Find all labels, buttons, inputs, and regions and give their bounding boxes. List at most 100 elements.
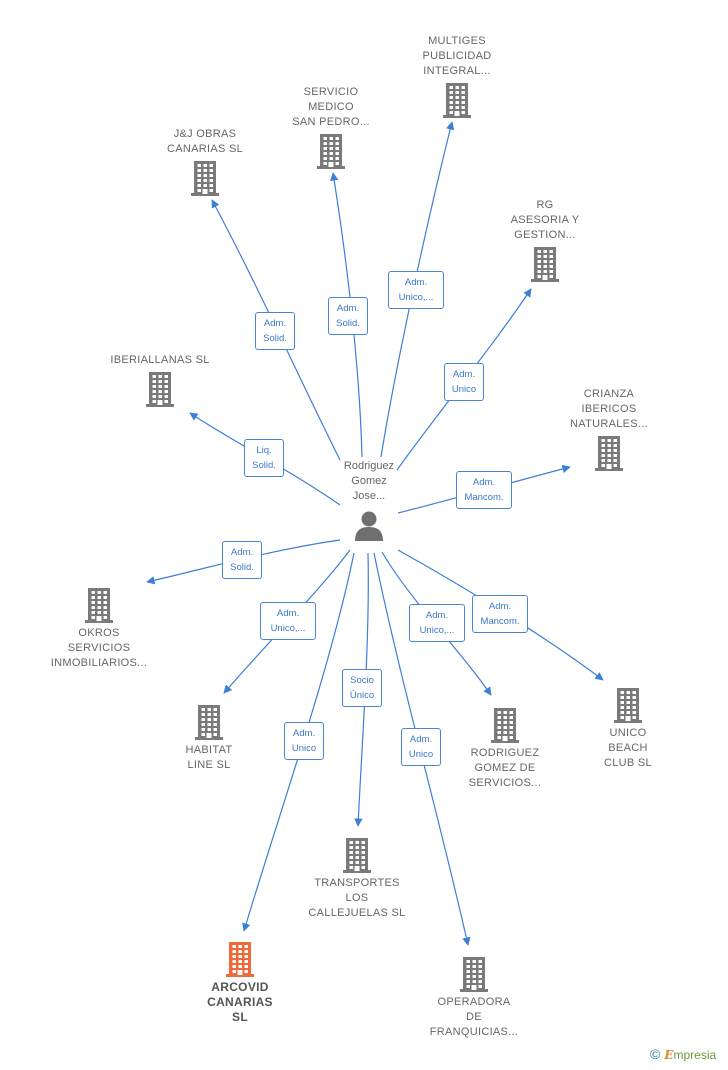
- brand-initial: E: [664, 1048, 674, 1062]
- company-name-line: ARCOVID: [211, 980, 269, 994]
- person-name-line-3: Jose...: [352, 490, 386, 502]
- company-name-line: INTEGRAL...: [423, 65, 491, 77]
- company-name-line: GOMEZ DE: [474, 762, 536, 774]
- company-name-line: CANARIAS SL: [166, 143, 244, 155]
- relation-label-line: Adm.: [292, 728, 316, 739]
- company-name-line: GESTION...: [514, 229, 576, 241]
- company-name-line: FRANQUICIAS...: [429, 1026, 519, 1038]
- company-name: MULTIGES PUBLICIDAD INTEGRAL...: [392, 34, 522, 79]
- company-name-line: J&J OBRAS: [173, 128, 237, 140]
- relation-label-operadora[interactable]: Adm. Unico: [401, 728, 441, 766]
- company-name-line: NATURALES...: [570, 418, 648, 430]
- center-person[interactable]: Rodriguez Gomez Jose...: [314, 459, 424, 542]
- empresia-brand[interactable]: ©Empresia: [650, 1046, 716, 1062]
- relation-label-line: Adm.: [230, 547, 254, 558]
- relation-label-arcovid[interactable]: Adm. Unico: [284, 722, 324, 760]
- relation-label-line: Adm.: [488, 601, 512, 612]
- relation-label-iberiallanas[interactable]: Liq. Solid.: [244, 439, 284, 477]
- company-node-rg-asesoria[interactable]: RG ASESORIA Y GESTION...: [480, 198, 610, 285]
- relation-label-crianza[interactable]: Adm. Mancom.: [456, 471, 512, 509]
- person-icon: [355, 511, 383, 541]
- relation-label-okros[interactable]: Adm. Solid.: [222, 541, 262, 579]
- relation-label-servicio-medico[interactable]: Adm. Solid.: [328, 297, 368, 335]
- relation-label-habitat[interactable]: Adm. Unico,...: [260, 602, 316, 640]
- copyright-symbol: ©: [650, 1046, 661, 1062]
- relation-label-jj-obras[interactable]: Adm. Solid.: [255, 312, 295, 350]
- relation-label-line: Unico: [291, 743, 317, 754]
- company-name-line: CLUB SL: [604, 757, 652, 769]
- company-name-line: RG: [536, 199, 554, 211]
- relation-label-line: Unico,...: [419, 625, 455, 636]
- relation-label-rodriguez-gomez[interactable]: Adm. Unico,...: [409, 604, 465, 642]
- relation-label-line: Liq.: [256, 445, 272, 456]
- company-name-line: SL: [232, 1010, 248, 1024]
- company-name-line: RODRIGUEZ: [470, 747, 540, 759]
- relation-label-unico-beach[interactable]: Adm. Mancom.: [472, 595, 528, 633]
- company-name: OKROS SERVICIOS INMOBILIARIOS...: [34, 626, 164, 671]
- relation-label-line: Adm.: [263, 318, 287, 329]
- brand-name: mpresia: [673, 1048, 717, 1062]
- company-name-line: SERVICIOS: [67, 642, 131, 654]
- relation-label-line: Unico: [408, 749, 434, 760]
- company-name-line: TRANSPORTES: [314, 877, 400, 889]
- relation-label-line: Adm.: [425, 610, 449, 621]
- company-name-line: HABITAT: [185, 744, 233, 756]
- relation-label-rg-asesoria[interactable]: Adm.Unico: [444, 363, 484, 401]
- relation-label-line: Mancom.: [464, 492, 504, 503]
- company-name-line: IBERIALLANAS SL: [110, 354, 210, 366]
- company-node-iberiallanas[interactable]: IBERIALLANAS SL: [95, 353, 225, 410]
- company-name: RG ASESORIA Y GESTION...: [480, 198, 610, 243]
- company-name-line: ASESORIA Y: [510, 214, 580, 226]
- company-name-line: OPERADORA: [437, 996, 511, 1008]
- company-name-line: LOS: [345, 892, 369, 904]
- relation-label-line: Solid.: [252, 460, 276, 471]
- building-icon: [226, 942, 254, 977]
- company-name: IBERIALLANAS SL: [95, 353, 225, 368]
- relation-label-line: Adm.: [336, 303, 360, 314]
- relation-label-line: Único: [349, 690, 375, 701]
- relation-label-line: Unico,...: [398, 292, 434, 303]
- building-icon: [460, 957, 488, 992]
- relation-label-line: Socio: [350, 675, 374, 686]
- relation-label-line: Unico: [451, 384, 477, 395]
- relation-label-line: Solid.: [230, 562, 254, 573]
- building-icon: [343, 838, 371, 873]
- relation-label-line: Solid.: [263, 333, 287, 344]
- relation-label-line: Mancom.: [480, 616, 520, 627]
- company-name-line: MULTIGES: [428, 35, 486, 47]
- company-node-okros[interactable]: OKROS SERVICIOS INMOBILIARIOS...: [34, 584, 164, 671]
- company-name-line: CANARIAS: [207, 995, 273, 1009]
- relation-label-line: Adm.: [276, 608, 300, 619]
- company-node-transportes[interactable]: TRANSPORTES LOS CALLEJUELAS SL: [292, 834, 422, 921]
- building-icon: [146, 372, 174, 407]
- person-name-line-1: Rodriguez: [343, 460, 395, 472]
- relation-label-multiges[interactable]: Adm.Unico,...: [388, 271, 444, 309]
- company-name-line: CALLEJUELAS SL: [308, 907, 406, 919]
- relation-label-line: Adm.: [409, 734, 433, 745]
- relation-label-line: Unico,...: [270, 623, 306, 634]
- company-node-multiges[interactable]: MULTIGES PUBLICIDAD INTEGRAL...: [392, 34, 522, 121]
- company-node-jj-obras[interactable]: J&J OBRAS CANARIAS SL: [140, 127, 270, 199]
- company-name-line: OKROS: [78, 627, 120, 639]
- company-name-line: PUBLICIDAD: [422, 50, 492, 62]
- building-icon: [531, 247, 559, 282]
- relation-label-line: Solid.: [336, 318, 360, 329]
- building-icon: [443, 83, 471, 118]
- company-name-line: IBERICOS: [581, 403, 637, 415]
- relation-label-line: Adm.: [472, 477, 496, 488]
- company-name-line: INMOBILIARIOS...: [50, 657, 148, 669]
